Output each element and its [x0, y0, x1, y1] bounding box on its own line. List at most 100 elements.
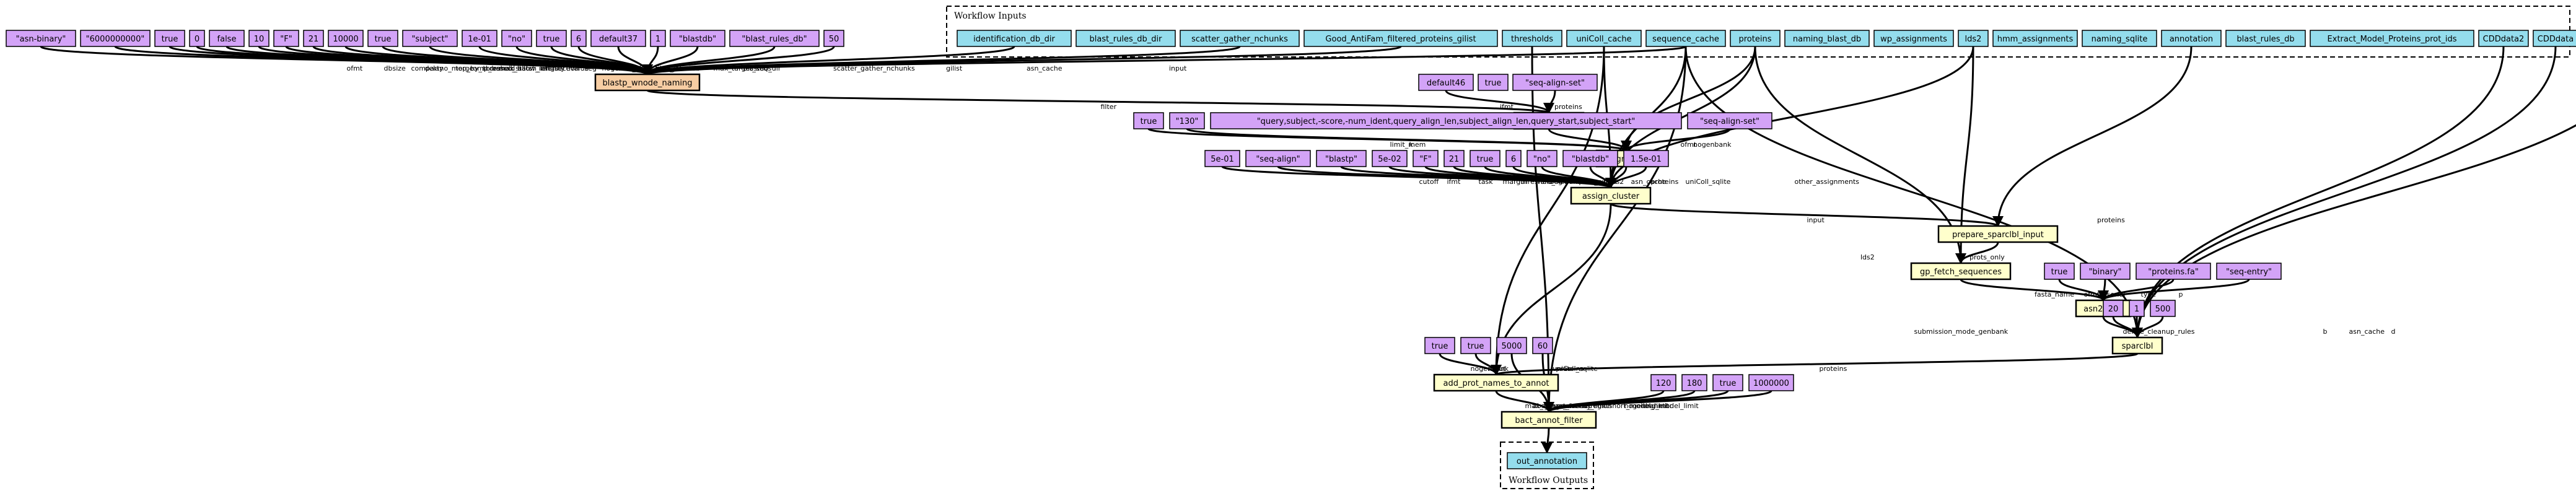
- param-node-label: 10000: [333, 35, 358, 44]
- param-node-label: "binary": [2088, 268, 2121, 277]
- step-node-label: blastp_wnode_naming: [603, 79, 693, 88]
- param-node-label: 500: [2155, 305, 2171, 314]
- input-node-unicoll-cache: uniColl_cache: [1566, 30, 1642, 47]
- param-node-label: true: [1485, 79, 1502, 88]
- step-node-label: gp_fetch_sequences: [1920, 268, 2002, 277]
- input-node-naming-blast-db: naming_blast_db: [1784, 30, 1870, 47]
- edge-scatter-gather-nchunks: [642, 45, 1015, 76]
- input-node-cdddata: CDDdata: [2533, 30, 2576, 47]
- input-node-thresholds: thresholds: [1502, 30, 1562, 47]
- edge-label-prots-only: prots_only: [1969, 253, 2005, 261]
- edge-label-unicoll-sqlite: uniColl_sqlite: [1553, 365, 1598, 373]
- param-node-label: 6: [1511, 155, 1516, 164]
- input-node-identification-db-dir: identification_db_dir: [957, 30, 1072, 47]
- output-node-label: out_annotation: [1517, 457, 1577, 466]
- edge-label-no-merge: no_merge: [440, 64, 474, 72]
- param-node-6: 6: [571, 30, 587, 47]
- param-node-label: default46: [1427, 79, 1465, 88]
- param-node-5e-01: 5e-01: [1204, 150, 1240, 167]
- edge-label-define-cleanup-rules: define_cleanup_rules: [2123, 328, 2195, 336]
- input-node-hmm-assignments: hmm_assignments: [1992, 30, 2078, 47]
- edge-label-scatter-gather-nchunks: scatter_gather_nchunks: [833, 64, 915, 72]
- param-node-1: 1: [650, 30, 666, 47]
- edge-label-asn-cache: asn_cache: [1027, 64, 1062, 72]
- edge-label-p: p: [2179, 290, 2183, 298]
- input-node-label: naming_blast_db: [1793, 35, 1861, 44]
- edge-label-word-size: word_size: [616, 64, 649, 72]
- param-node-label: 6: [576, 35, 581, 44]
- edge-label-proteins: proteins: [1554, 103, 1582, 111]
- param-node-default37: default37: [590, 30, 646, 47]
- edge-label-ofmt: ofmt: [1681, 141, 1697, 149]
- param-node-label: 5e-02: [1378, 155, 1401, 164]
- param-node-query-subject-score-num-ident-query-align-len-subject-align-len-query-start-subject-start: "query,subject,-score,-num_ident,query_a…: [1210, 112, 1682, 129]
- input-node-label: Extract_Model_Proteins_prot_ids: [2328, 35, 2457, 44]
- param-node-label: 1: [2134, 305, 2139, 314]
- param-node-label: "seq-entry": [2226, 268, 2272, 277]
- edge-label-threshold: threshold: [1521, 178, 1553, 186]
- edge-label-top-by-score: top_by_score: [456, 64, 501, 72]
- edge-label-pure-cutoff: pure_cutoff: [1579, 178, 1618, 186]
- edge-label-k: k: [1409, 141, 1414, 149]
- param-node-120: 120: [1650, 374, 1676, 391]
- step-node-sparclbl: sparclbl: [2111, 336, 2163, 355]
- edge-label-ofmt: ofmt: [2084, 290, 2100, 298]
- step-node-label: bact_annot_filter: [1515, 416, 1583, 425]
- param-node-proteins-fa: "proteins.fa": [2136, 263, 2211, 280]
- param-node-6000000000: "6000000000": [80, 30, 151, 47]
- input-node-lds2: lds2: [1958, 30, 1989, 47]
- param-node-label: 0: [195, 35, 199, 44]
- edge-flow: [2132, 316, 2164, 339]
- input-node-label: blast_rules_db: [2236, 35, 2294, 44]
- edge-label-ifmt: ifmt: [1500, 103, 1514, 111]
- param-node-label: 10: [254, 35, 265, 44]
- edge-label-proteins: proteins: [1820, 365, 1847, 373]
- step-node-blastp-wnode-naming: blastp_wnode_naming: [594, 73, 701, 92]
- edge-label-lds2: lds2: [1860, 253, 1875, 261]
- edge-label-comp-based-stats: comp_based_stats: [470, 64, 533, 72]
- param-node-blastdb: "blastdb": [1562, 150, 1618, 167]
- param-node-label: 5000: [1501, 342, 1522, 351]
- param-node-label: 1.5e-01: [1631, 155, 1662, 164]
- edge-label-other-assignments: other_assignments: [1795, 178, 1860, 186]
- step-node-label: prepare_sparclbl_input: [1952, 230, 2044, 240]
- edge-p: [2098, 278, 2250, 302]
- param-node-true: true: [536, 30, 567, 47]
- edge-label-word-size: word_size: [1535, 178, 1569, 186]
- edge-label-nogenbank: nogenbank: [1693, 141, 1732, 149]
- param-node-no: "no": [1527, 150, 1557, 167]
- input-node-scatter-gather-nchunks: scatter_gather_nchunks: [1180, 30, 1300, 47]
- param-node-21: 21: [1444, 150, 1465, 167]
- param-node-60: 60: [1532, 337, 1553, 354]
- input-node-label: annotation: [2170, 35, 2213, 44]
- edge-k: [1186, 128, 1632, 152]
- param-node-label: true: [162, 35, 178, 44]
- input-node-label: CDDdata2: [2483, 35, 2525, 44]
- param-node-label: true: [1477, 155, 1494, 164]
- param-node-label: "no": [508, 35, 525, 44]
- input-node-label: CDDdata: [2538, 35, 2574, 44]
- input-node-naming-sqlite: naming_sqlite: [2082, 30, 2157, 47]
- param-node-label: "blastdb": [679, 35, 716, 44]
- edge-fasta-name: [1960, 278, 2109, 302]
- step-node-assign-cluster: assign_cluster: [1570, 186, 1652, 205]
- input-node-annotation: annotation: [2161, 30, 2222, 47]
- edge-filter: [646, 89, 1554, 114]
- param-node-label: "blast_rules_db": [742, 35, 807, 44]
- edge-submission-mode-genbank: [1684, 46, 2143, 339]
- input-node-good-antifam-filtered-proteins-gilist: Good_AntiFam_filtered_proteins_gilist: [1303, 30, 1498, 47]
- edge-label-allow-intersection: allow_intersection: [518, 64, 579, 72]
- edge-prots-only: [1955, 46, 1974, 264]
- edge-d: [2132, 124, 2576, 339]
- edge-label-nogenbank: nogenbank: [1624, 402, 1663, 410]
- param-node-label: true: [1141, 117, 1157, 126]
- edge-label-gilist: gilist: [946, 64, 963, 72]
- param-node-label: "blastdb": [1572, 155, 1609, 164]
- edge-label-align-filter: align_filter: [636, 64, 672, 72]
- param-node-label: 20: [2108, 305, 2119, 314]
- param-node-label: true: [375, 35, 392, 44]
- param-node-50: 50: [823, 30, 844, 47]
- edge-blastdb-dir: [642, 46, 835, 76]
- edge-input: [642, 45, 1687, 76]
